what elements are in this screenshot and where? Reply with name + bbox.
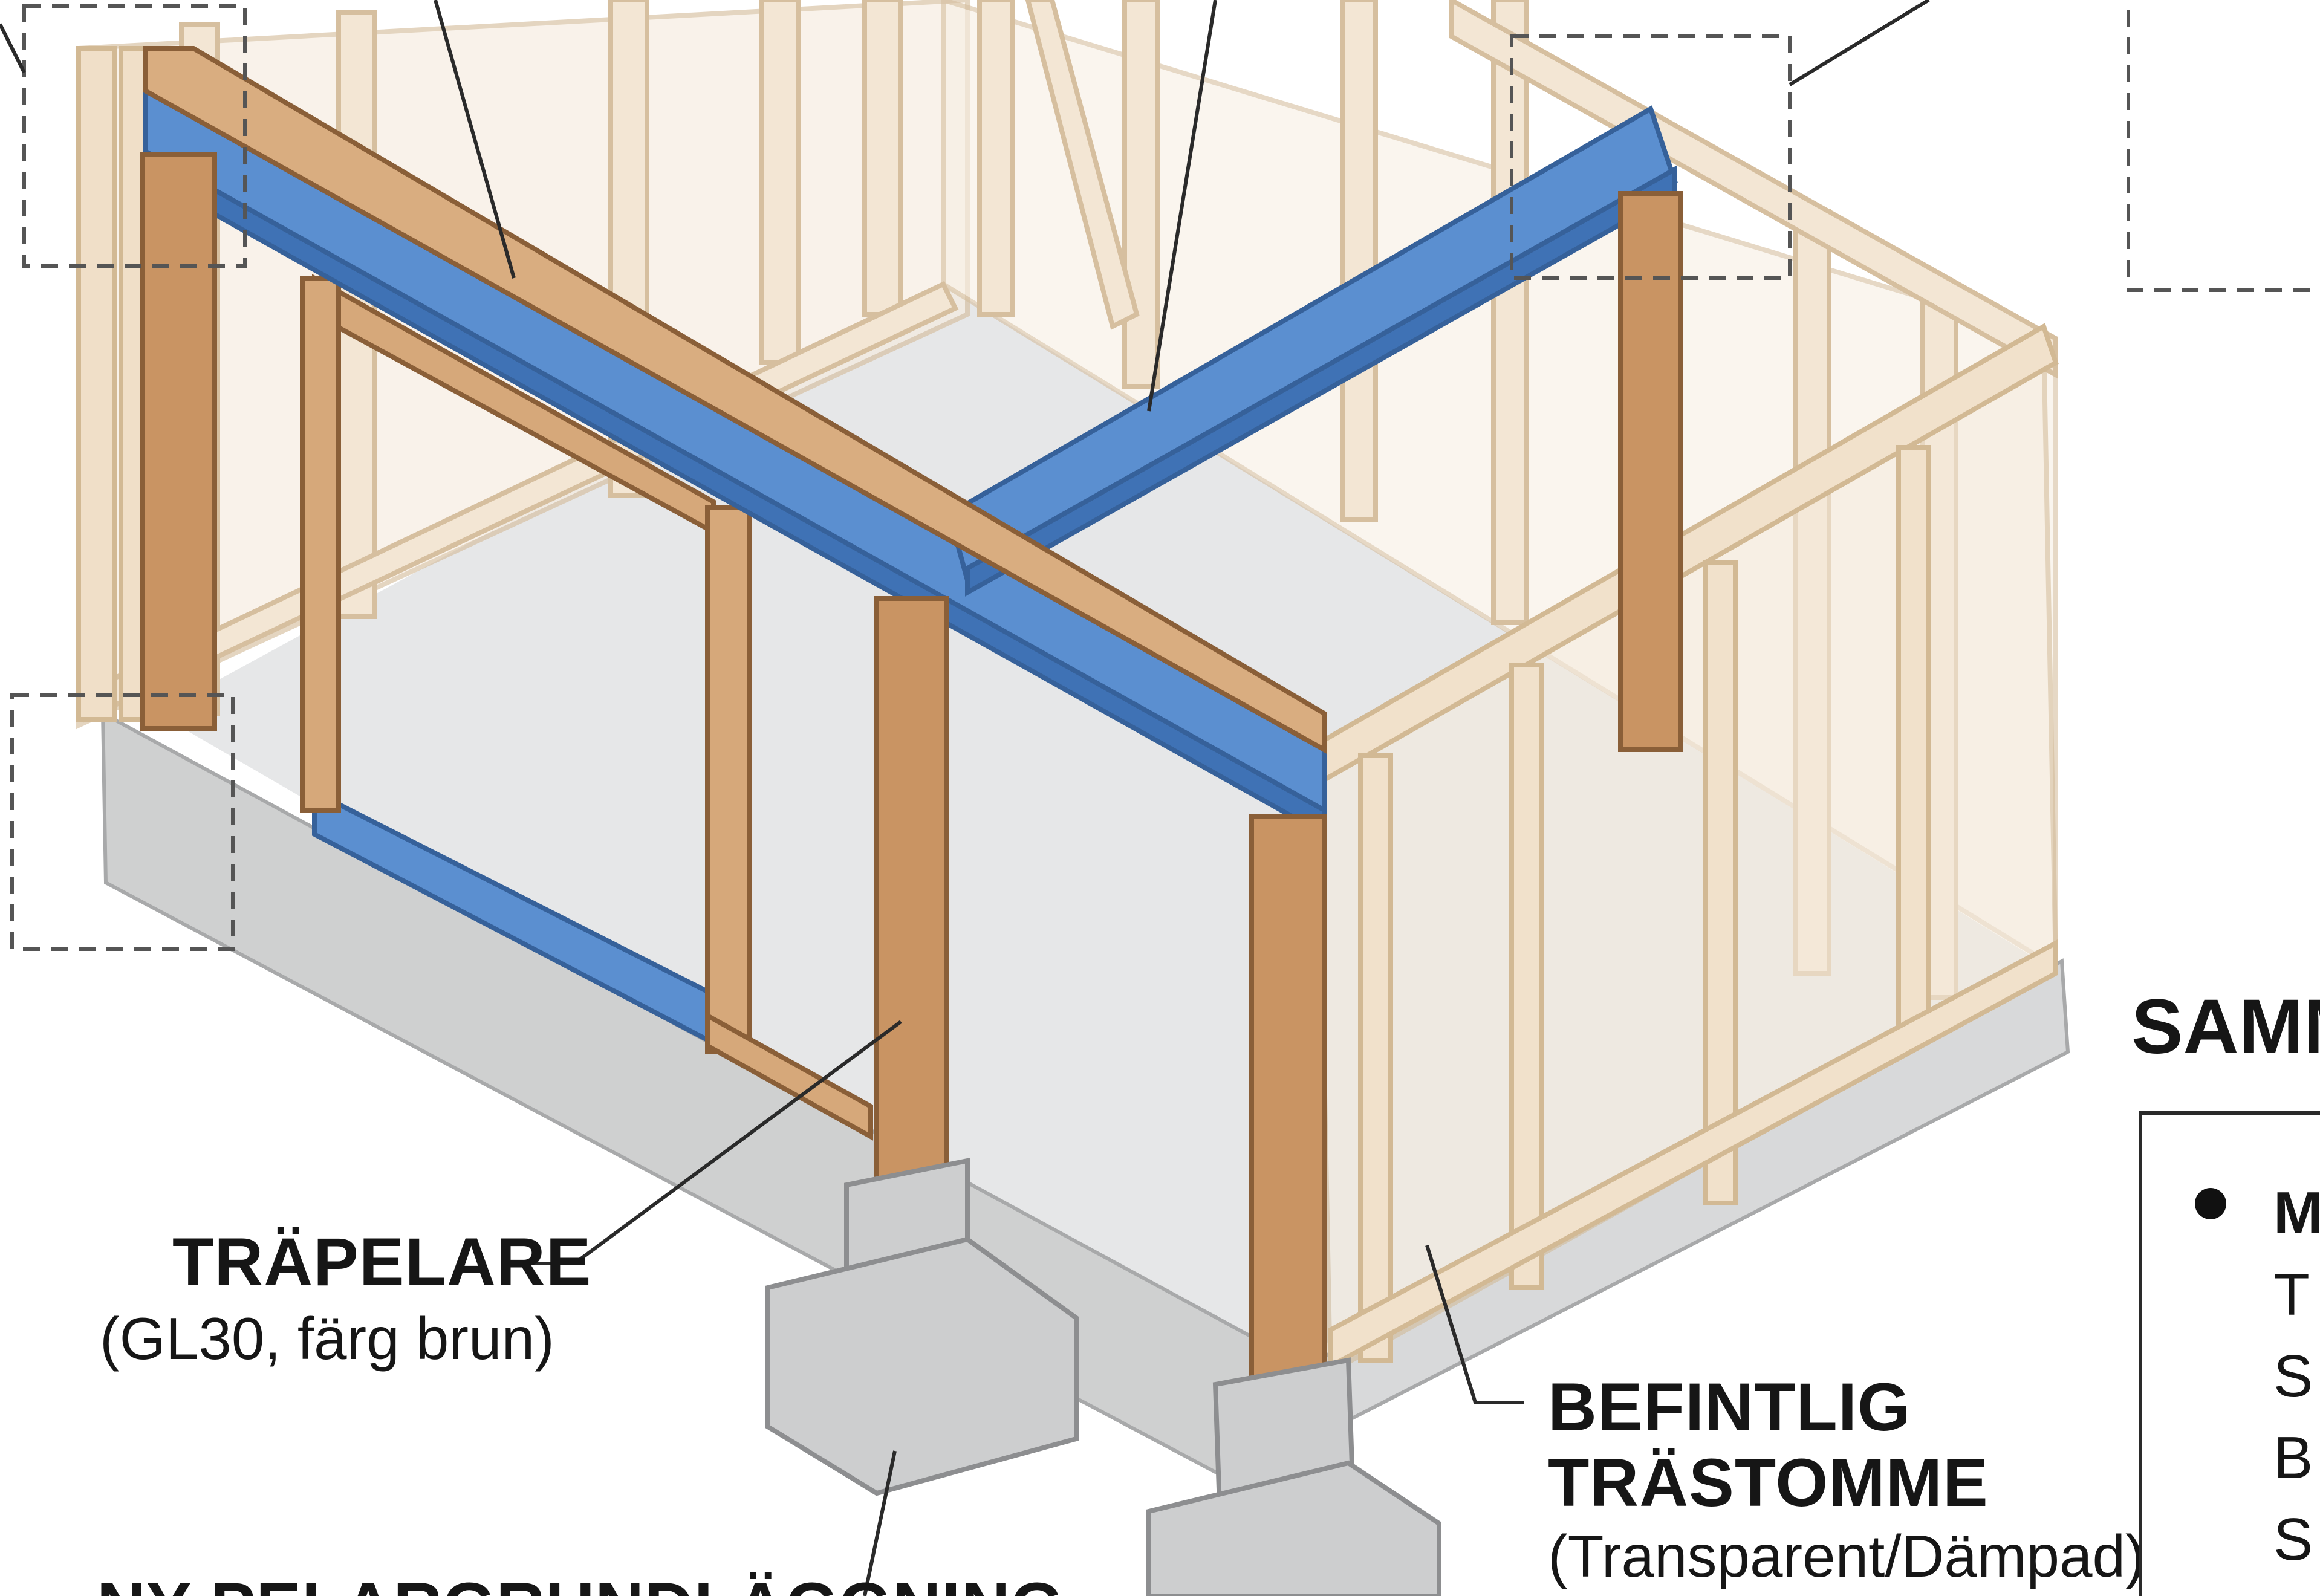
summary-line: B [2273, 1424, 2313, 1491]
frame-label-subtitle: (Transparent/Dämpad) [1548, 1523, 2145, 1589]
timber-top-plate [143, 46, 1327, 754]
frame-label-title-2: TRÄSTOMME [1548, 1445, 1989, 1520]
window-opening-frame [300, 274, 873, 1141]
summary-line: M [2273, 1179, 2320, 1246]
summary-line: S [2273, 1343, 2313, 1409]
post-label-subtitle: (GL30, färg brun) [100, 1305, 554, 1372]
leader-lines [0, 0, 1930, 1596]
frame-label-title-1: BEFINTLIG [1548, 1369, 1911, 1445]
existing-frame-right-wall [1315, 323, 2059, 1377]
summary-line: T [2273, 1261, 2310, 1328]
summary-box [2139, 1111, 2320, 1596]
existing-frame-left-wall [76, 46, 148, 722]
detail-callouts [10, 0, 2320, 951]
concrete-footings [765, 1158, 1441, 1596]
timber-posts [140, 152, 1683, 1387]
summary-line: S [2273, 1506, 2313, 1572]
post-label-title: TRÄPELARE [172, 1224, 592, 1300]
footing-label-title: NY PELARGRUNDLÄGGNING [97, 1569, 1064, 1596]
summary-bullet-icon [2195, 1188, 2226, 1219]
steel-beam-secondary [946, 105, 1678, 597]
